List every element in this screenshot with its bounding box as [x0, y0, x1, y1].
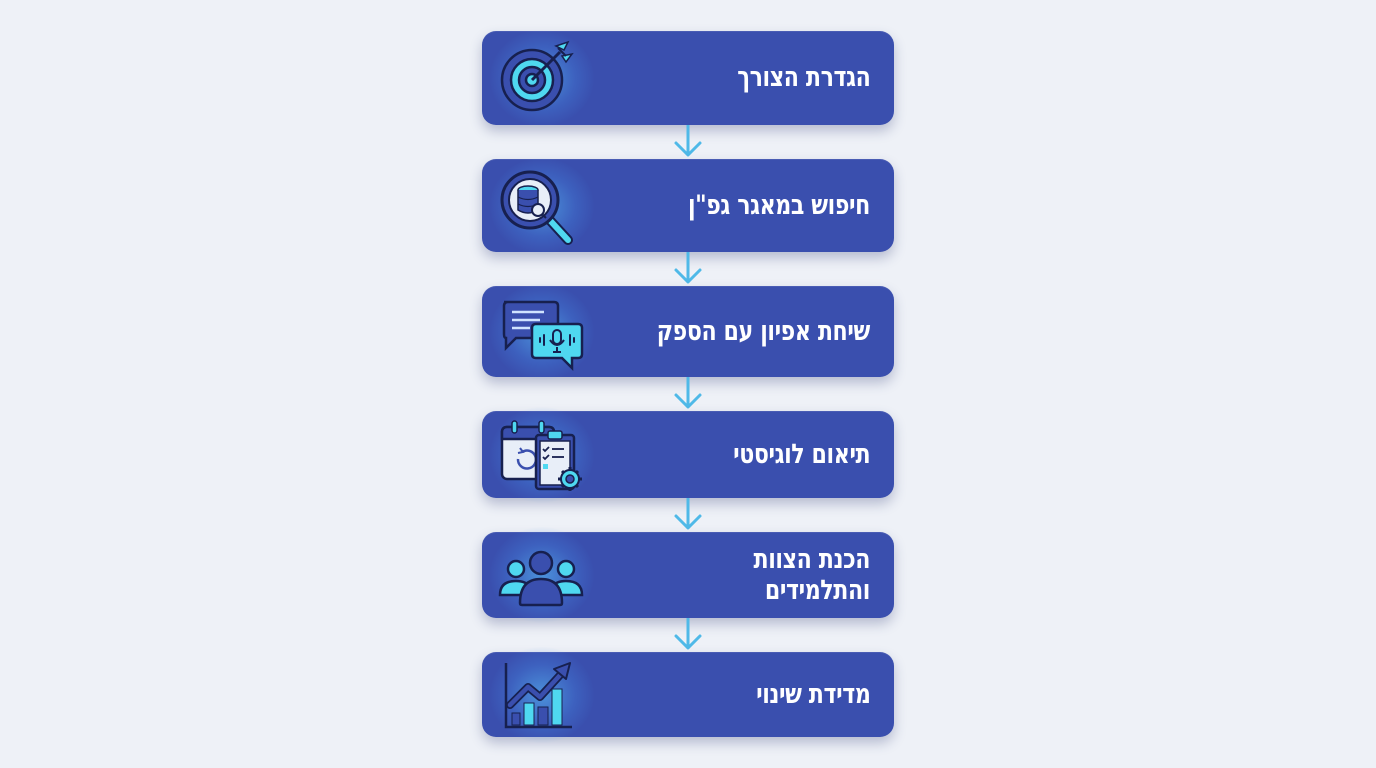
step-search-database: חיפוש במאגר גפ"ן	[482, 157, 894, 254]
target-icon	[490, 30, 594, 126]
chat-microphone-icon	[490, 283, 594, 380]
arrow-down-icon	[674, 252, 702, 284]
team-users-icon	[490, 527, 594, 623]
arrow-down-icon	[674, 377, 702, 409]
step-measure-change: מדידת שינוי	[482, 646, 894, 743]
step-supplier-call: שיחת אפיון עם הספק	[482, 283, 894, 380]
step-logistics: תיאום לוגיסטי	[482, 406, 894, 503]
step-define-need: הגדרת הצורך	[482, 30, 894, 126]
database-search-icon	[490, 157, 594, 254]
growth-chart-icon	[490, 646, 594, 743]
step-label: מדידת שינוי	[755, 678, 871, 710]
step-label: הכנת הצוות והתלמידים	[753, 544, 870, 606]
step-prepare-team: הכנת הצוות והתלמידים	[482, 527, 894, 623]
step-label: שיחת אפיון עם הספק	[656, 315, 870, 347]
calendar-checklist-icon	[490, 406, 594, 503]
step-label: הגדרת הצורך	[736, 62, 871, 93]
step-label: תיאום לוגיסטי	[732, 438, 871, 470]
step-label: חיפוש במאגר גפ"ן	[688, 189, 870, 221]
arrow-down-icon	[674, 618, 702, 650]
arrow-down-icon	[674, 125, 702, 157]
arrow-down-icon	[674, 498, 702, 530]
